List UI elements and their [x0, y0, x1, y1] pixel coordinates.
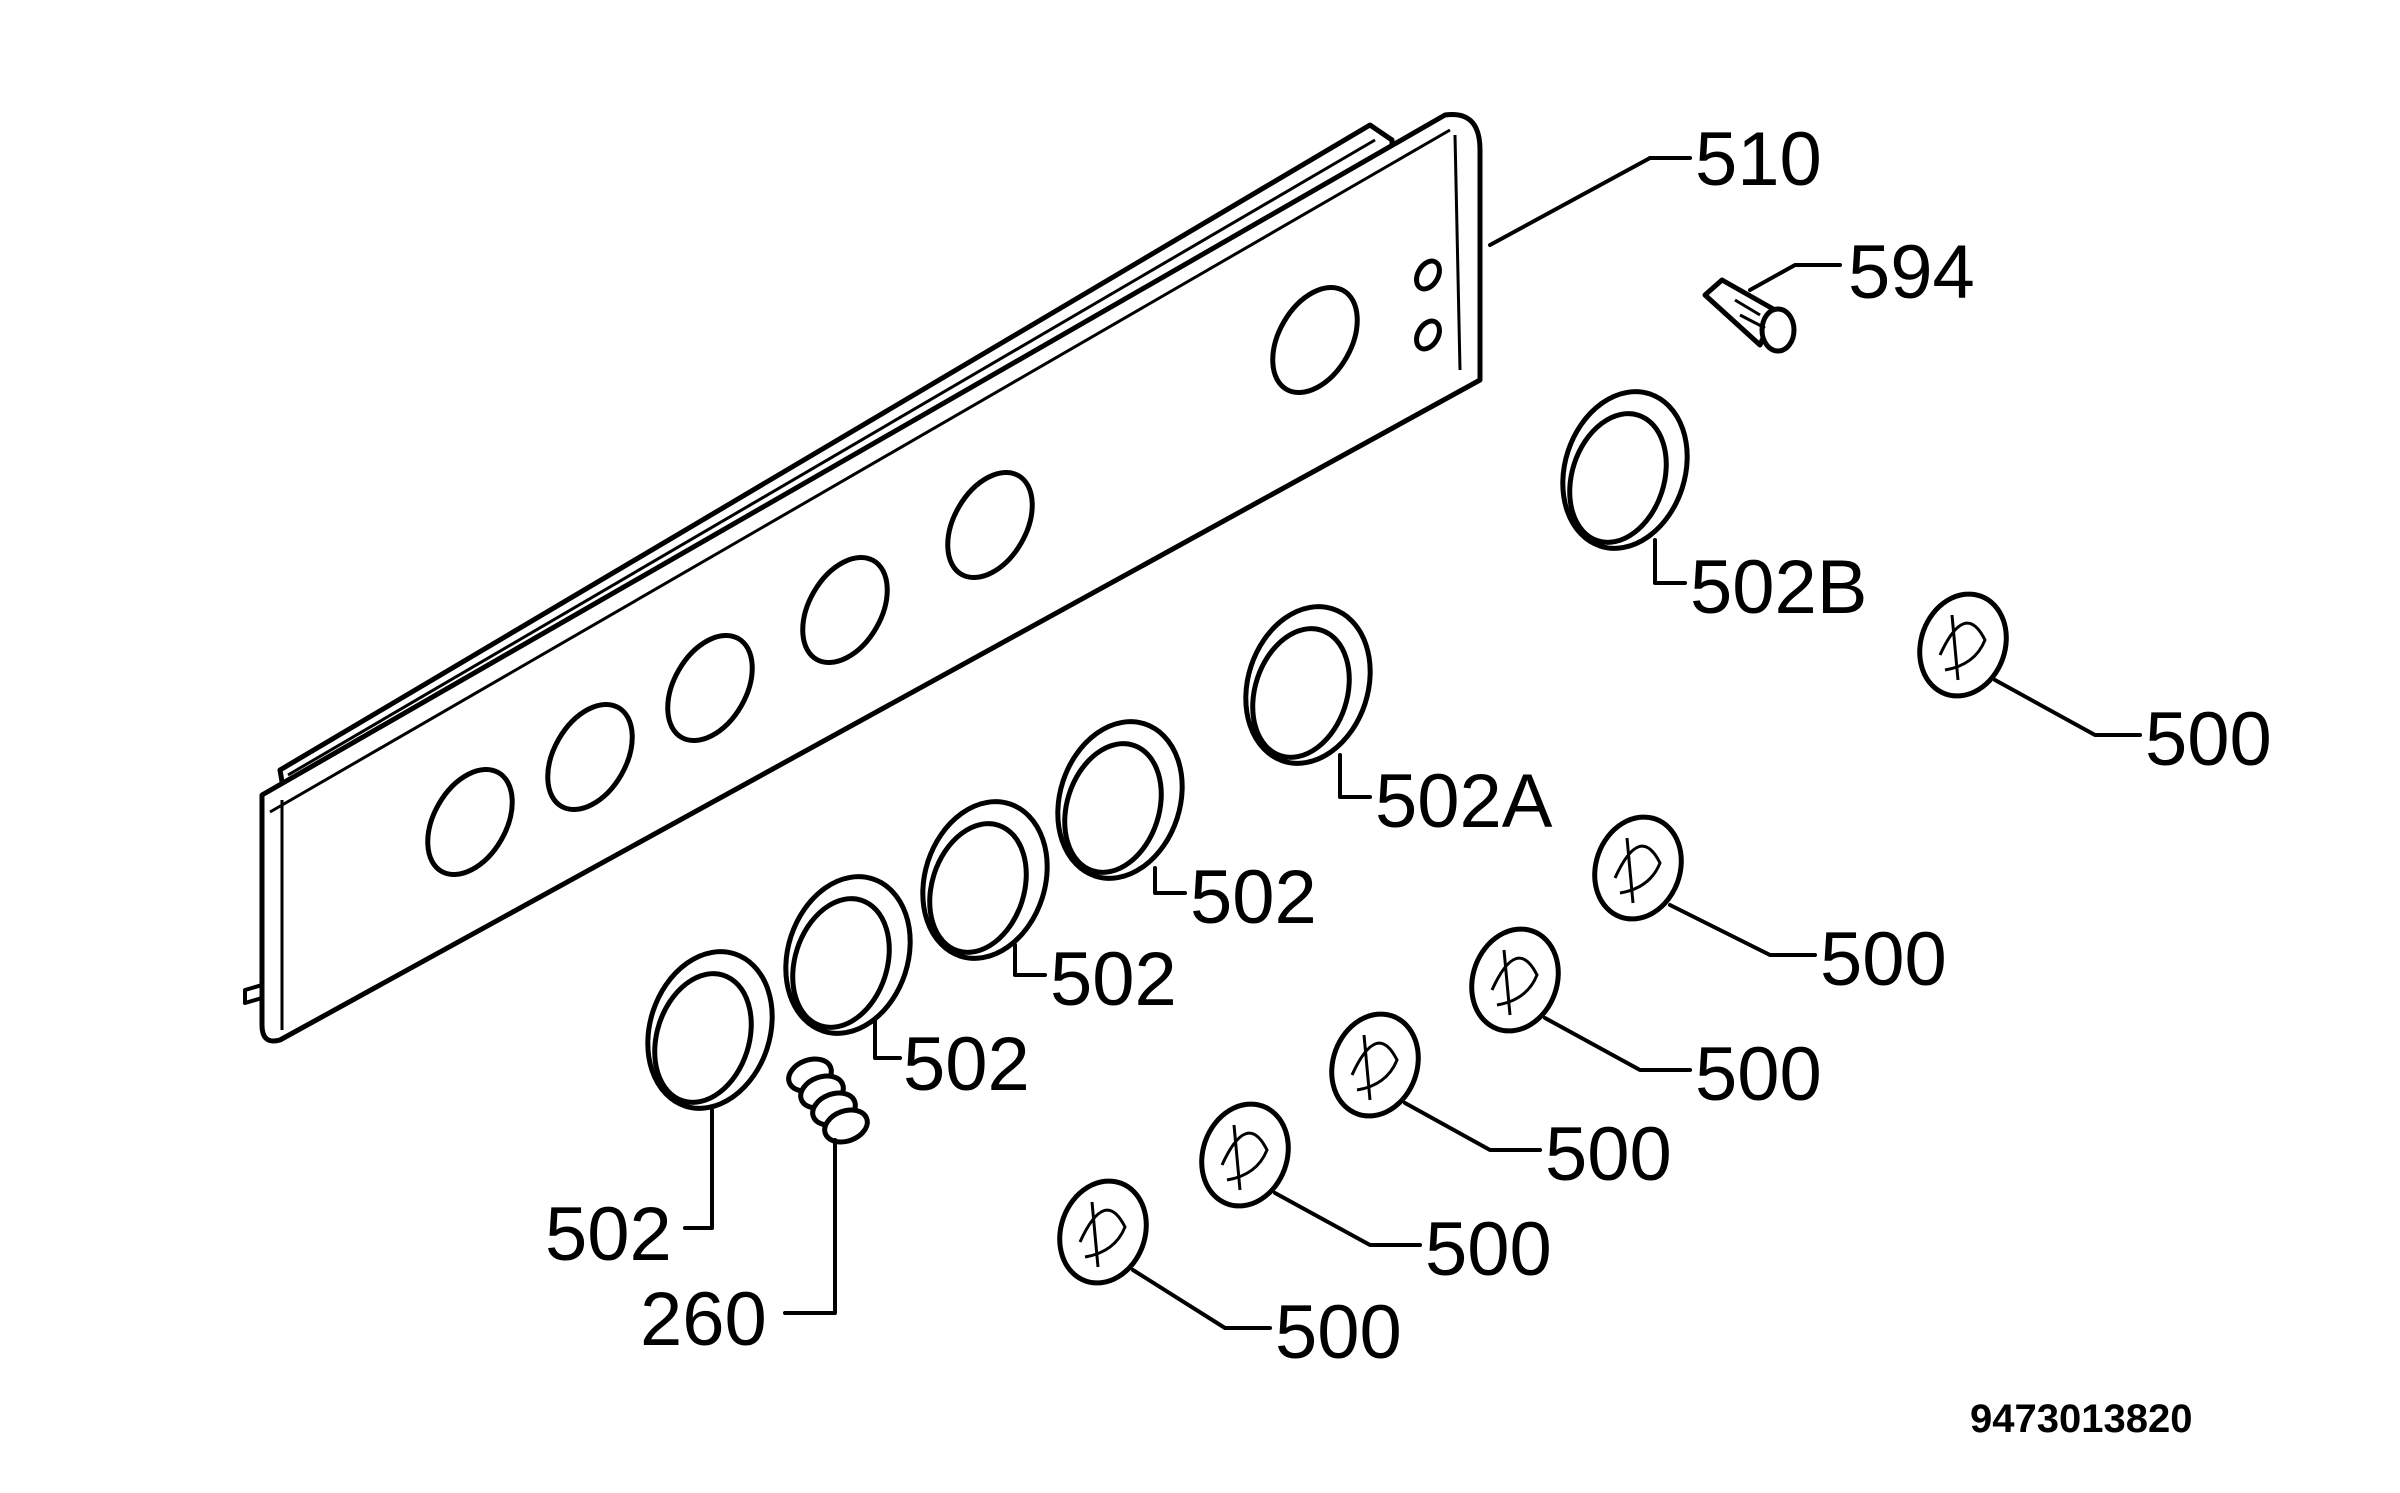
- knob-1: [1917, 591, 2009, 699]
- label-knob-6: 500: [1275, 1290, 1402, 1375]
- leader-510: [1488, 156, 1652, 247]
- label-502A: 502A: [1375, 759, 1553, 844]
- leader-502-3: [873, 1018, 902, 1060]
- label-502-1: 502: [1190, 855, 1317, 940]
- leader-502-2: [1013, 943, 1047, 977]
- bezel-502-3: [783, 874, 913, 1036]
- leader-502-1: [1153, 866, 1187, 895]
- label-502-3: 502: [903, 1022, 1030, 1107]
- label-260: 260: [640, 1277, 767, 1362]
- leader-502-4: [683, 1108, 714, 1230]
- label-594: 594: [1848, 230, 1975, 315]
- leader-knob-5: [1273, 1191, 1422, 1247]
- label-502B: 502B: [1690, 545, 1868, 630]
- control-panel: [243, 111, 1483, 1044]
- leader-594: [1748, 263, 1842, 292]
- leader-knob-1: [1993, 678, 2142, 737]
- bezel-502-2: [920, 799, 1050, 961]
- leader-260: [783, 1138, 837, 1315]
- leader-knob-6: [1131, 1268, 1272, 1330]
- knob-2: [1592, 814, 1684, 922]
- spring: [786, 1056, 870, 1145]
- bezel-502-4: [645, 949, 775, 1111]
- leader-knob-3: [1543, 1016, 1692, 1072]
- bezel-502B: [1560, 389, 1690, 551]
- leader-knob-4: [1403, 1101, 1542, 1152]
- bezel-502-1: [1055, 719, 1185, 881]
- label-502-2: 502: [1050, 937, 1177, 1022]
- indicator-lamp: [1702, 277, 1797, 354]
- drawing-code: 9473013820: [1970, 1397, 2192, 1441]
- label-knob-1: 500: [2145, 697, 2272, 782]
- leader-knob-2: [1668, 903, 1817, 957]
- label-510: 510: [1695, 117, 1822, 202]
- knob-4: [1329, 1011, 1421, 1119]
- leader-502A: [1338, 753, 1372, 799]
- label-knob-4: 500: [1545, 1112, 1672, 1197]
- label-knob-5: 500: [1425, 1207, 1552, 1292]
- leader-502B: [1653, 538, 1687, 585]
- label-knob-3: 500: [1695, 1032, 1822, 1117]
- label-502-4: 502: [545, 1192, 672, 1277]
- knob-3: [1469, 926, 1561, 1034]
- bezel-502A: [1243, 604, 1373, 766]
- knob-6: [1057, 1178, 1149, 1286]
- knob-5: [1199, 1101, 1291, 1209]
- label-knob-2: 500: [1820, 917, 1947, 1002]
